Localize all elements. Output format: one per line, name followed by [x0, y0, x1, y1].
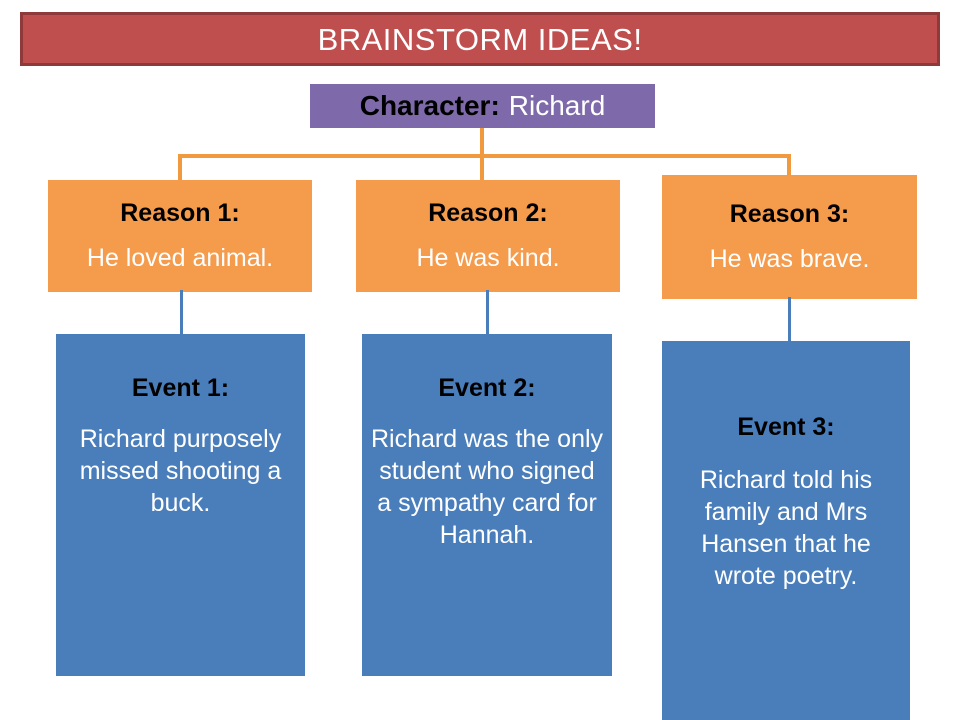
event-3-text: Richard told his family and Mrs Hansen t… — [699, 465, 873, 590]
event-2-text: Richard was the only student who signed … — [370, 424, 604, 549]
reason-2-text: He was kind. — [416, 244, 560, 272]
character-label: Character: — [359, 90, 500, 121]
connector-drop-reason-1 — [178, 154, 182, 182]
character-value: Richard — [508, 90, 606, 121]
connector-drop-reason-2 — [480, 154, 484, 182]
event-3-title: Event 3: — [737, 413, 835, 441]
reason-3-text: He was brave. — [709, 245, 870, 273]
reason-box-2: Reason 2: He was kind. — [356, 180, 620, 292]
event-box-3: Event 3: Richard told his family and Mrs… — [662, 341, 910, 720]
connector-reason-2-to-event-2 — [486, 290, 489, 336]
event-1-text: Richard purposely missed shooting a buck… — [79, 424, 282, 517]
reason-3-title: Reason 3: — [729, 200, 850, 229]
connector-character-stem — [480, 128, 484, 158]
connector-reason-1-to-event-1 — [180, 290, 183, 336]
reason-2-title: Reason 2: — [428, 199, 548, 228]
event-2-title: Event 2: — [438, 374, 536, 402]
connector-horizontal-bar — [178, 154, 791, 158]
character-node: Character: Richard — [310, 84, 655, 128]
reason-box-3: Reason 3: He was brave. — [662, 175, 917, 299]
event-box-1: Event 1: Richard purposely missed shooti… — [56, 334, 305, 676]
connector-reason-3-to-event-3 — [788, 297, 791, 343]
title-banner: BRAINSTORM IDEAS! — [20, 12, 940, 66]
reason-box-1: Reason 1: He loved animal. — [48, 180, 312, 292]
connector-drop-reason-3 — [787, 154, 791, 177]
event-1-title: Event 1: — [131, 374, 230, 402]
reason-1-title: Reason 1: — [120, 199, 240, 228]
event-box-2: Event 2: Richard was the only student wh… — [362, 334, 612, 676]
reason-1-text: He loved animal. — [86, 244, 274, 272]
page-title: BRAINSTORM IDEAS! — [317, 21, 643, 57]
